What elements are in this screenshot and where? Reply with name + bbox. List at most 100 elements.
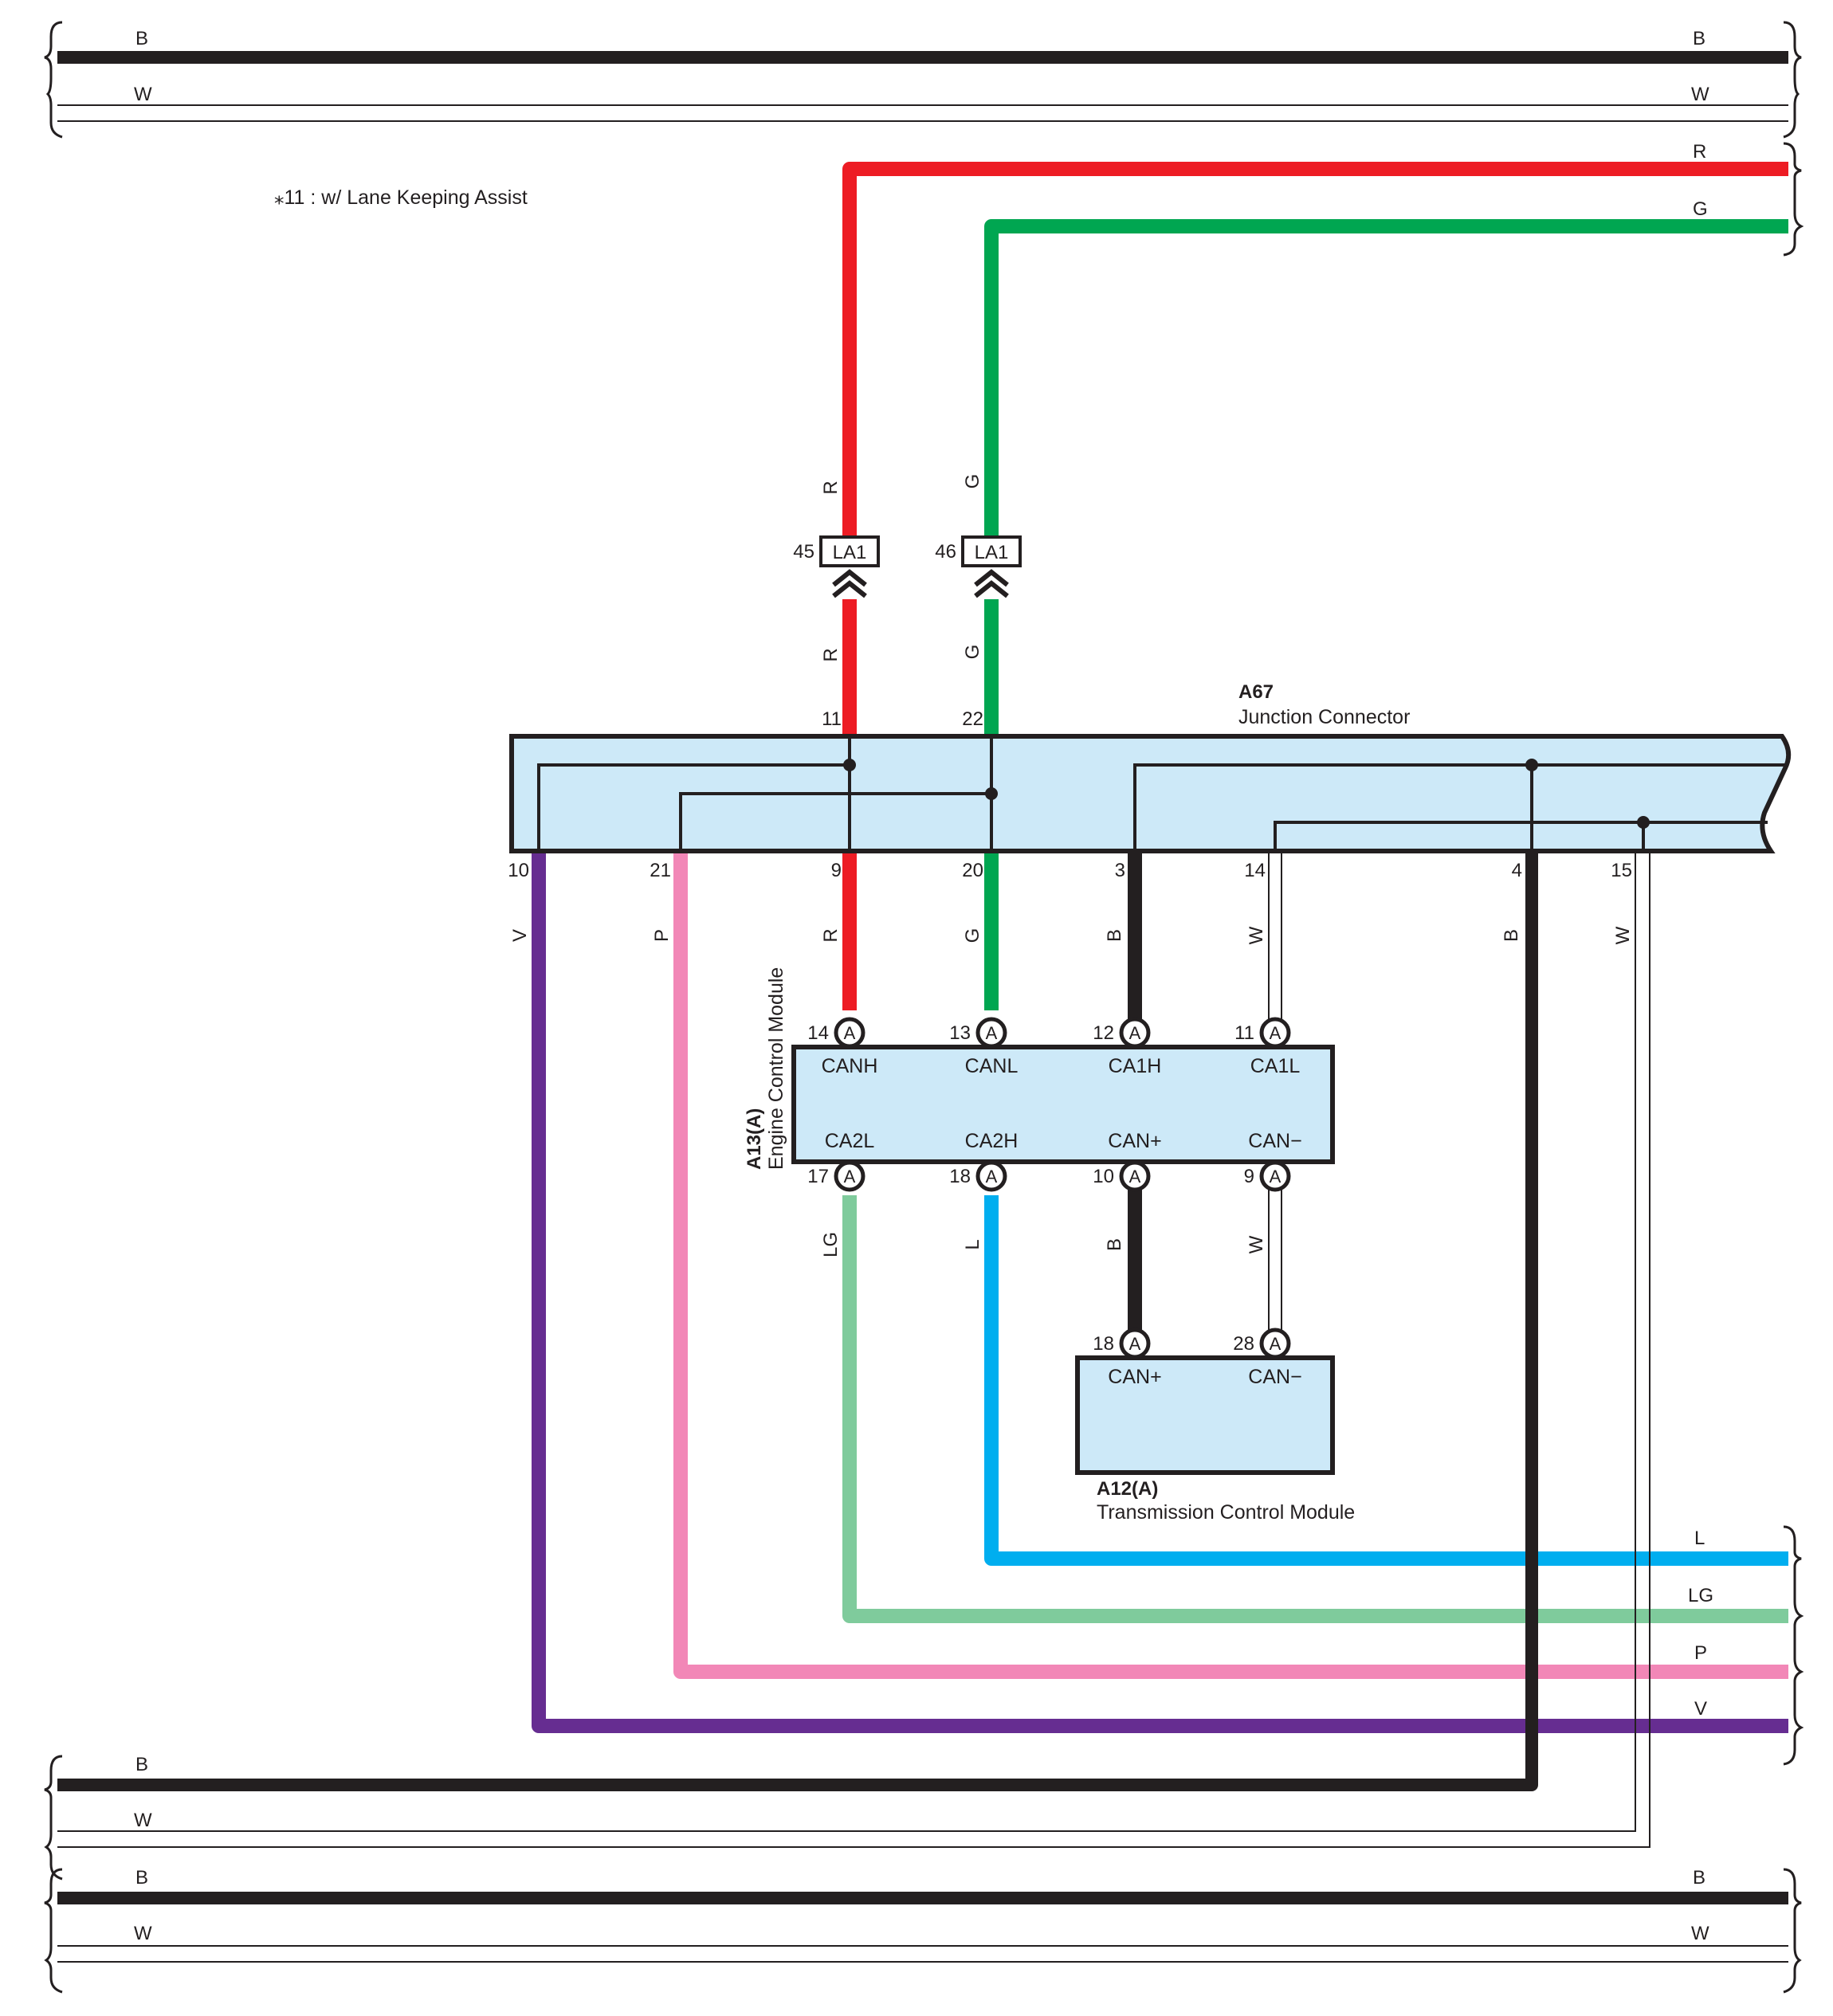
g-wire bbox=[984, 219, 1788, 1010]
junction-wire-color: P bbox=[651, 929, 673, 942]
ecm-bottom-wire-color: L bbox=[962, 1239, 983, 1249]
ecm-top-signal: CANL bbox=[965, 1055, 1019, 1077]
ecm-top-pin-number: 14 bbox=[807, 1022, 829, 1044]
junction-internal-wiring bbox=[537, 736, 1785, 851]
ecm-bottom-signal: CAN− bbox=[1248, 1130, 1301, 1152]
connector-circle-icon bbox=[1259, 1160, 1291, 1192]
connector-letter: A bbox=[1270, 1023, 1282, 1043]
junction-bottom-pin: 21 bbox=[650, 860, 671, 881]
tcm-pin-number: 18 bbox=[1093, 1333, 1114, 1355]
top-bus-b-label-left: B bbox=[135, 28, 148, 49]
connector-letter: A bbox=[986, 1023, 998, 1043]
ecm-name: Engine Control Module bbox=[765, 967, 787, 1170]
g-label-right: G bbox=[1693, 198, 1708, 220]
junction-name: Junction Connector bbox=[1238, 706, 1410, 728]
ecm-top-pins: A A A A 14 13 12 11 CANH CANL CA1H CA1L bbox=[807, 1017, 1301, 1077]
junction-wire-color: R bbox=[820, 928, 842, 942]
engine-control-module: A A A A 14 13 12 11 CANH CANL CA1H CA1L … bbox=[744, 967, 1335, 1257]
junction-bottom-pin: 10 bbox=[508, 860, 529, 881]
r-label-right: R bbox=[1693, 141, 1706, 163]
connector-letter: A bbox=[844, 1023, 856, 1043]
top-bus-b-label-right: B bbox=[1693, 28, 1705, 49]
la1-right-wire-above: G bbox=[962, 474, 983, 489]
connector-circle-icon bbox=[1119, 1160, 1151, 1192]
ecm-top-signal: CA1H bbox=[1109, 1055, 1162, 1077]
la1-left-pin: 45 bbox=[793, 541, 814, 563]
connector-letter: A bbox=[1129, 1167, 1141, 1186]
tcm-name: Transmission Control Module bbox=[1097, 1501, 1355, 1524]
lg-label-right: LG bbox=[1688, 1585, 1713, 1606]
connector-circle-icon bbox=[834, 1017, 865, 1049]
junction-wire-color: B bbox=[1501, 929, 1522, 942]
connector-circle-icon bbox=[1259, 1328, 1291, 1359]
la1-right-name: LA1 bbox=[975, 542, 1009, 563]
ecm-ref: A13(A) bbox=[744, 1108, 765, 1170]
break-mark-bus3-left bbox=[44, 1868, 63, 1994]
ecm-bottom-pin-number: 18 bbox=[949, 1166, 971, 1187]
v-wire bbox=[532, 851, 1788, 1733]
connector-circle-icon bbox=[975, 1017, 1007, 1049]
break-mark-rg-right bbox=[1783, 142, 1804, 257]
junction-ref: A67 bbox=[1238, 681, 1274, 703]
ecm-top-signal: CA1L bbox=[1250, 1055, 1301, 1077]
junction-node-w bbox=[1637, 816, 1650, 829]
break-mark-lower-right bbox=[1783, 1525, 1804, 1766]
l-wire bbox=[984, 1195, 1788, 1566]
connector-letter: A bbox=[1270, 1334, 1282, 1354]
junction-bottom-pin: 3 bbox=[1115, 860, 1125, 881]
transmission-control-module: A A 18 28 CAN+ CAN− A12(A) Transmission … bbox=[1075, 1328, 1355, 1524]
junction-wire-color: G bbox=[962, 928, 983, 943]
connector-letter: A bbox=[986, 1167, 998, 1186]
junction-bottom-pin: 9 bbox=[831, 860, 842, 881]
connector-circle-icon bbox=[834, 1160, 865, 1192]
ecm-bottom-wire-color: B bbox=[1104, 1238, 1125, 1251]
ecm-bottom-wire-color: LG bbox=[820, 1232, 842, 1257]
option-note: ⁎11 : w/ Lane Keeping Assist bbox=[274, 186, 528, 209]
la1-right-box bbox=[961, 535, 1022, 567]
la1-right-wire-below: G bbox=[962, 645, 983, 660]
junction-wire-color: V bbox=[509, 929, 531, 942]
connector-letter: A bbox=[1129, 1023, 1141, 1043]
ecm-box bbox=[791, 1045, 1335, 1164]
junction-wire-color: B bbox=[1104, 929, 1125, 942]
v-label-right: V bbox=[1694, 1698, 1707, 1720]
ecm-bottom-pin-number: 17 bbox=[807, 1166, 829, 1187]
top-bus bbox=[57, 51, 1788, 122]
ecm-bottom-signal: CA2H bbox=[965, 1130, 1019, 1152]
break-marks bbox=[44, 21, 1804, 1994]
ecm-top-signal: CANH bbox=[822, 1055, 878, 1077]
ecm-top-pin-number: 13 bbox=[949, 1022, 971, 1044]
connector-letter: A bbox=[1129, 1334, 1141, 1354]
lg-wire bbox=[842, 1195, 1788, 1623]
connector-circle-icon bbox=[975, 1160, 1007, 1192]
break-mark-top-left bbox=[44, 21, 63, 139]
ecm-bottom-pins: A A A A 17 18 10 9 CA2L CA2H CAN+ CAN− L… bbox=[807, 1130, 1301, 1257]
l-label-right: L bbox=[1694, 1528, 1705, 1549]
ecm-bottom-pin-number: 9 bbox=[1244, 1166, 1254, 1187]
connector-letter: A bbox=[1270, 1167, 1282, 1186]
junction-wire-color: W bbox=[1612, 926, 1634, 944]
ecm-top-pin-number: 12 bbox=[1093, 1022, 1114, 1044]
bus2-b-label: B bbox=[135, 1754, 148, 1775]
r-wire-upper bbox=[842, 162, 1788, 535]
top-bus-w-label-right: W bbox=[1691, 84, 1709, 105]
junction-wire-color: W bbox=[1246, 926, 1267, 944]
junction-node-b bbox=[1525, 759, 1538, 771]
top-bus-w-label-left: W bbox=[134, 84, 152, 105]
ecm-bottom-wire-color: W bbox=[1246, 1235, 1267, 1253]
bottom-bus-w-label-right: W bbox=[1691, 1923, 1709, 1944]
break-mark-top-right bbox=[1783, 21, 1802, 139]
ecm-bottom-signal: CAN+ bbox=[1108, 1130, 1161, 1152]
junction-bottom-pin: 15 bbox=[1611, 860, 1632, 881]
tcm-signal: CAN− bbox=[1248, 1366, 1301, 1388]
la1-left-wire-above: R bbox=[820, 480, 842, 494]
connector-circle-icon bbox=[1119, 1017, 1151, 1049]
tcm-ref: A12(A) bbox=[1097, 1478, 1158, 1500]
junction-node-g bbox=[985, 787, 998, 800]
la1-right-chevron-icon bbox=[974, 569, 1009, 598]
bus2-w-label: W bbox=[134, 1810, 152, 1831]
ecm-top-pin-number: 11 bbox=[1234, 1022, 1254, 1044]
junction-top-pin: 11 bbox=[822, 708, 842, 730]
bottom-bus bbox=[57, 1892, 1788, 1963]
junction-node-r bbox=[843, 759, 856, 771]
